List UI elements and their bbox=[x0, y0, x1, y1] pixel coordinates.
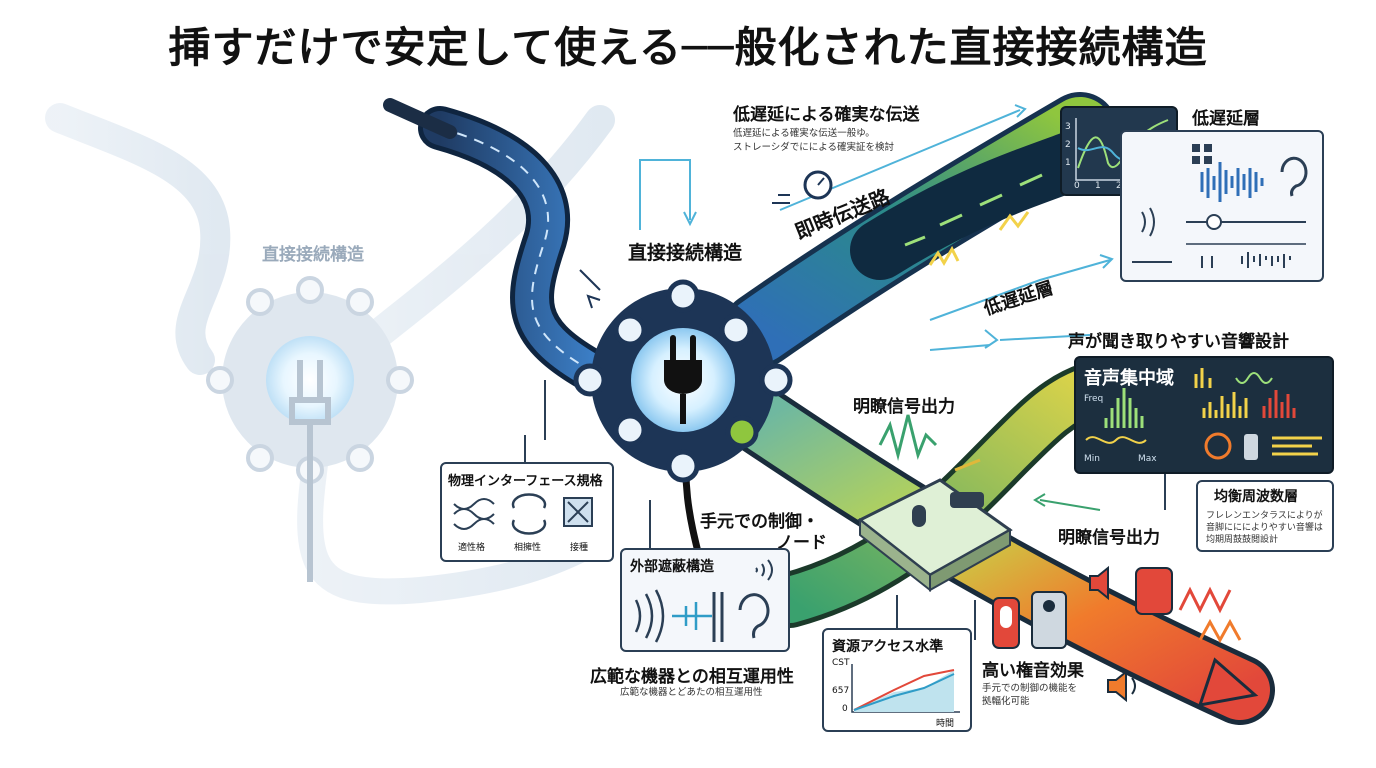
equalizer-sub-3: 均期周鼓鼓閲設計 bbox=[1206, 535, 1279, 545]
clear-output-label-1: 明瞭信号出力 bbox=[853, 397, 955, 417]
page-title: 挿すだけで安定して使える──般化された直接接続構造 bbox=[168, 23, 1208, 72]
tick-x-2: 2 bbox=[1116, 181, 1122, 191]
resource-657: 657 bbox=[832, 686, 850, 696]
physical-spec-title: 物理インターフェース規格 bbox=[448, 474, 603, 489]
hub-label: 直接接続構造 bbox=[628, 242, 743, 264]
min-label: Min bbox=[1084, 454, 1100, 464]
physical-spec-panel: 物理インターフェース規格 適性格 相擁性 接種 bbox=[440, 462, 614, 562]
latency-heading: 低遅延による確実な伝送 bbox=[733, 105, 920, 125]
low-latency-layer-panel bbox=[1120, 130, 1324, 282]
tick-y-2: 2 bbox=[1065, 140, 1071, 150]
interop-sub: 広範な機器とどあたの相互運用性 bbox=[620, 687, 763, 698]
spec-3: 接種 bbox=[570, 543, 589, 553]
low-latency-layer-title: 低遅延層 bbox=[1192, 109, 1260, 129]
speedometer-icon bbox=[772, 170, 833, 204]
resource-time: 時間 bbox=[936, 719, 955, 729]
tick-y-1: 1 bbox=[1065, 158, 1071, 168]
equalizer-panel: 均衡周波数層 フレレンエンタラスによりが 音脚ににによりやすい音響は 均期周鼓鼓… bbox=[1196, 480, 1334, 552]
tick-x-1: 1 bbox=[1095, 181, 1101, 191]
tick-x-0: 0 bbox=[1074, 181, 1080, 191]
speech-band-panel: 音声集中域 Freq Min Max bbox=[1074, 356, 1334, 474]
freq-label: Freq bbox=[1084, 394, 1104, 404]
spec-icons bbox=[453, 493, 593, 535]
noise-sub-2: 拠輻化可能 bbox=[982, 696, 1030, 707]
noise-sub-1: 手元での制御の機能を bbox=[982, 683, 1078, 694]
resource-cst: CST bbox=[832, 658, 850, 668]
noise-label: 高い権音効果 bbox=[982, 661, 1084, 681]
latency-sub-2: ストレーシダでにによる確実証を検討 bbox=[733, 142, 895, 153]
control-node bbox=[857, 478, 1013, 593]
resource-title: 資源アクセス水準 bbox=[832, 639, 944, 655]
equalizer-title: 均衡周波数層 bbox=[1214, 489, 1298, 505]
equalizer-sub-2: 音脚ににによりやすい音響は bbox=[1206, 523, 1323, 533]
faded-hub-label: 直接接続構造 bbox=[262, 245, 364, 265]
main-hub bbox=[573, 279, 793, 483]
speech-band-title: 音声集中域 bbox=[1084, 368, 1174, 389]
shield-icons bbox=[634, 559, 773, 643]
shield-title: 外部遮蔽構造 bbox=[630, 559, 714, 575]
waveform-icons bbox=[1132, 144, 1308, 268]
spec-2: 相擁性 bbox=[514, 543, 542, 553]
clear-output-label-2: 明瞭信号出力 bbox=[1058, 528, 1160, 548]
spec-1: 適性格 bbox=[458, 543, 486, 553]
latency-sub-1: 低遅延による確実な伝送一般ゆ。 bbox=[733, 128, 875, 139]
speech-band-graphics bbox=[1085, 368, 1322, 460]
acoustic-design-heading: 声が聞き取りやすい音響設計 bbox=[1068, 332, 1289, 352]
equalizer-sub-1: フレレンエンタラスによりが bbox=[1206, 511, 1323, 521]
local-control-label: 手元での制御・ bbox=[700, 512, 819, 532]
interop-label: 広範な機器との相互運用性 bbox=[590, 667, 794, 687]
max-label: Max bbox=[1138, 454, 1157, 464]
red-icons bbox=[992, 565, 1173, 703]
faded-network bbox=[45, 103, 615, 605]
flow-arrows bbox=[524, 104, 1242, 644]
local-control-label-2: ノード bbox=[776, 533, 827, 553]
tick-y-3: 3 bbox=[1065, 122, 1071, 132]
shield-panel: 外部遮蔽構造 bbox=[620, 548, 790, 652]
resource-panel: 資源アクセス水準 CST 657 0 時間 bbox=[822, 628, 972, 732]
resource-chart bbox=[851, 664, 960, 713]
resource-0: 0 bbox=[842, 704, 848, 714]
